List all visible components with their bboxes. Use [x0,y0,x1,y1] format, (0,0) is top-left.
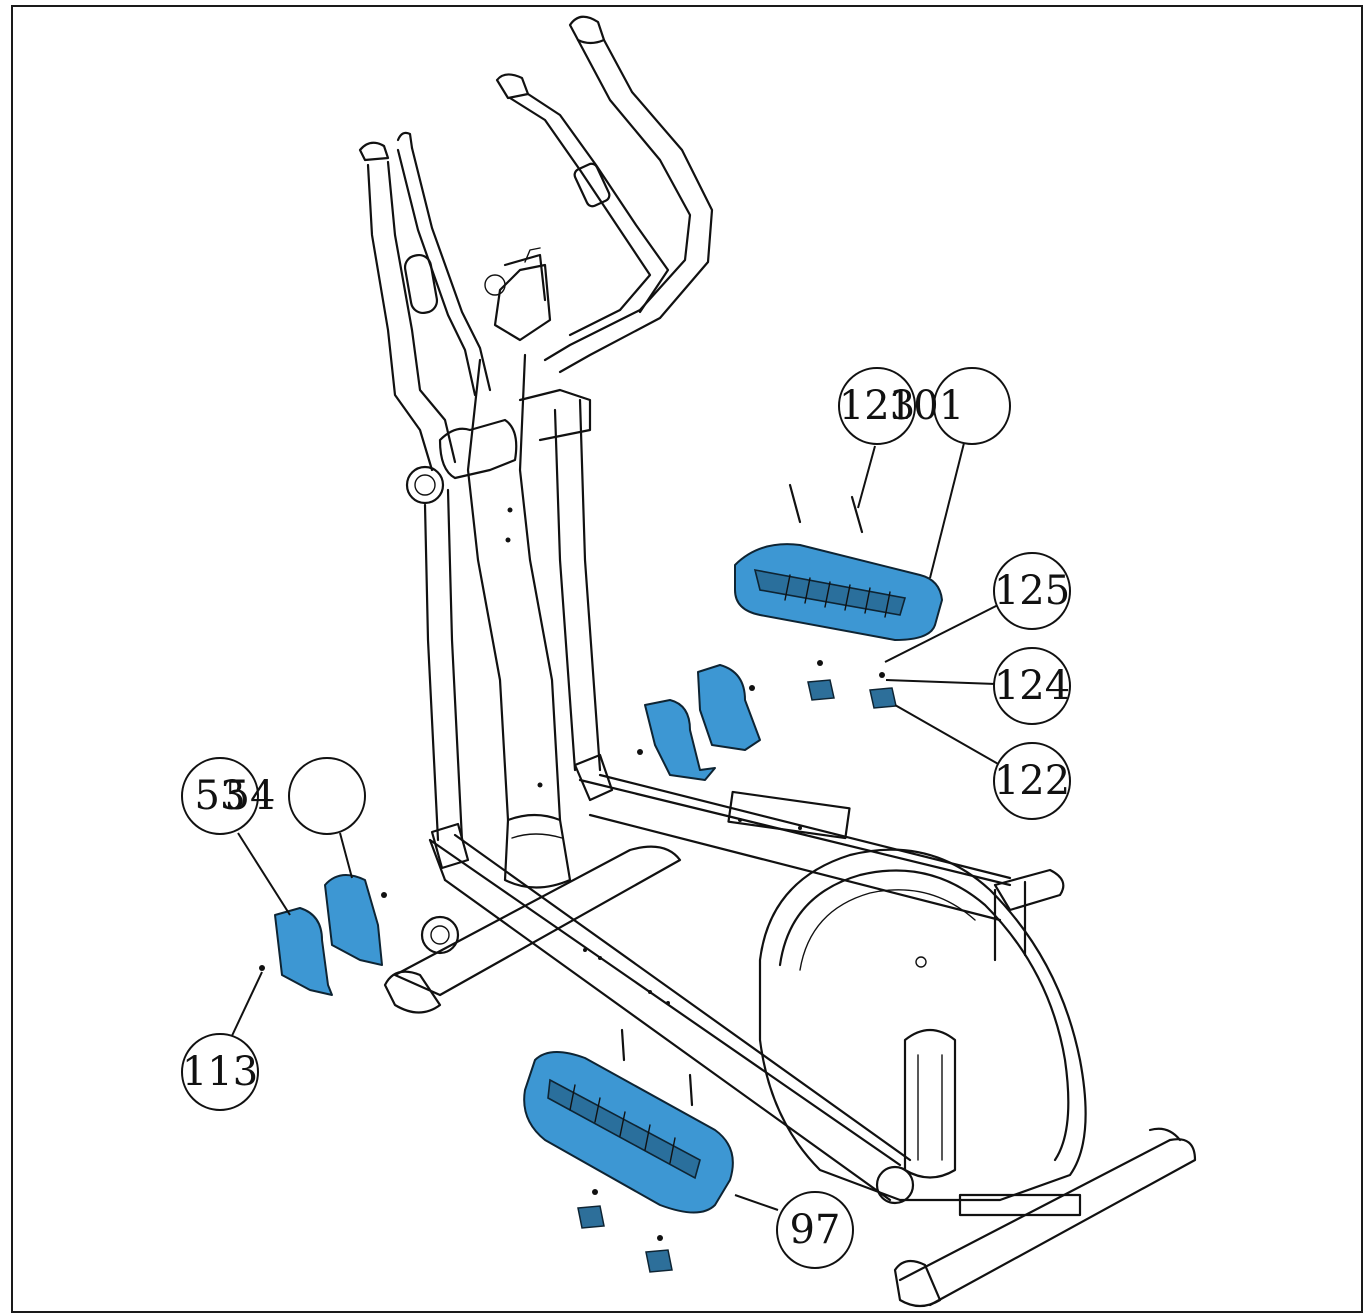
callout-113: 113 [181,1033,259,1111]
callout-97: 97 [776,1191,854,1269]
callout-125-label: 125 [994,568,1070,614]
callout-113-label: 113 [182,1049,258,1095]
pedal-knob-lower [577,1189,673,1273]
callout-123-label: 123 [839,383,915,429]
pedal-bracket-upper-pair [637,664,761,781]
callout-leaders [229,442,1001,1211]
callout-101-label: 101 [888,383,964,429]
callout-124-label: 124 [994,663,1070,709]
pedal-knob-upper [807,660,897,709]
callout-97-label: 97 [790,1207,841,1253]
callout-122-label: 122 [994,758,1070,804]
callout-124: 124 [993,647,1071,725]
callout-53-label: 53 [195,773,246,819]
callout-54: 54 [225,757,366,835]
pedal-bolts-lower [620,1028,694,1107]
callout-125: 125 [993,552,1071,630]
callout-54-label: 54 [225,773,276,819]
callout-122: 122 [993,742,1071,820]
pedal-bolts-upper [788,483,864,534]
pedal-right [734,543,943,641]
elliptical-trainer-drawing [358,15,1197,1308]
pedal-bracket-lower-pair [259,874,387,996]
callout-53: 53 [181,757,259,835]
pedal-left [523,1051,734,1214]
callout-123: 123 [838,367,916,445]
callout-101: 101 [888,367,1011,445]
diagram-frame [11,5,1363,1313]
